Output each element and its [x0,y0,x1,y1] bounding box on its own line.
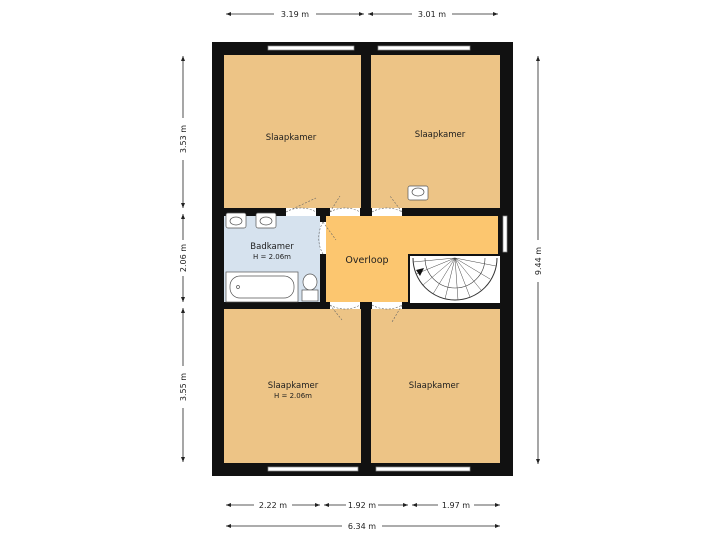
label-bedroom-top-right: Slaapkamer [415,130,466,140]
staircase [410,256,500,303]
dimension-left-middle: 2.06 m [179,214,188,302]
bathroom-fixtures [225,212,319,303]
room-bedroom-top-right [371,55,500,208]
door-bedroom-top-right [371,195,403,213]
dimension-top-left: 3.19 m [226,10,364,19]
dimension-top-right: 3.01 m [368,10,498,19]
door-bedroom-bottom-right [371,304,403,323]
svg-text:3.01 m: 3.01 m [418,10,446,19]
label-bedroom-bottom-right: Slaapkamer [409,381,460,391]
window-bottom-right [375,466,471,472]
dimension-left-upper: 3.53 m [179,56,188,208]
svg-text:1.92 m: 1.92 m [348,501,376,510]
room-bedroom-bottom-left [224,309,361,463]
door-bedroom-top-center [329,195,361,213]
svg-text:3.55 m: 3.55 m [179,373,188,401]
label-bedroom-bottom-left: Slaapkamer [268,381,319,391]
bedroom-sink [407,185,429,201]
label-bathroom: Badkamer [250,242,294,252]
dimension-bottom-middle: 1.92 m [324,501,408,510]
dimension-bottom-left: 2.22 m [226,501,320,510]
dimension-bottom-right: 1.97 m [412,501,500,510]
room-landing-top [326,216,498,254]
dimension-left-lower: 3.55 m [179,308,188,462]
dimension-right-total: 9.44 m [534,56,543,464]
label-bedroom-bottom-left-height: H = 2.06m [274,392,312,400]
svg-text:9.44 m: 9.44 m [534,247,543,275]
window-bottom-left [267,466,359,472]
room-bedroom-bottom-right [371,309,500,463]
door-bathroom [318,221,337,255]
svg-text:2.06 m: 2.06 m [179,244,188,272]
window-top-right [377,45,471,51]
window-top-left [267,45,355,51]
window-landing-right [502,215,508,253]
svg-text:6.34 m: 6.34 m [348,522,376,531]
svg-text:2.22 m: 2.22 m [259,501,287,510]
door-bedroom-top-left [285,197,317,213]
label-landing: Overloop [345,255,388,266]
svg-text:3.19 m: 3.19 m [281,10,309,19]
door-bedroom-bottom-left [329,304,361,321]
label-bedroom-top-left: Slaapkamer [266,133,317,143]
room-bedroom-top-left [224,55,361,208]
label-bathroom-height: H = 2.06m [253,253,291,261]
svg-text:1.97 m: 1.97 m [442,501,470,510]
svg-text:3.53 m: 3.53 m [179,125,188,153]
dimension-bottom-total: 6.34 m [226,522,500,531]
